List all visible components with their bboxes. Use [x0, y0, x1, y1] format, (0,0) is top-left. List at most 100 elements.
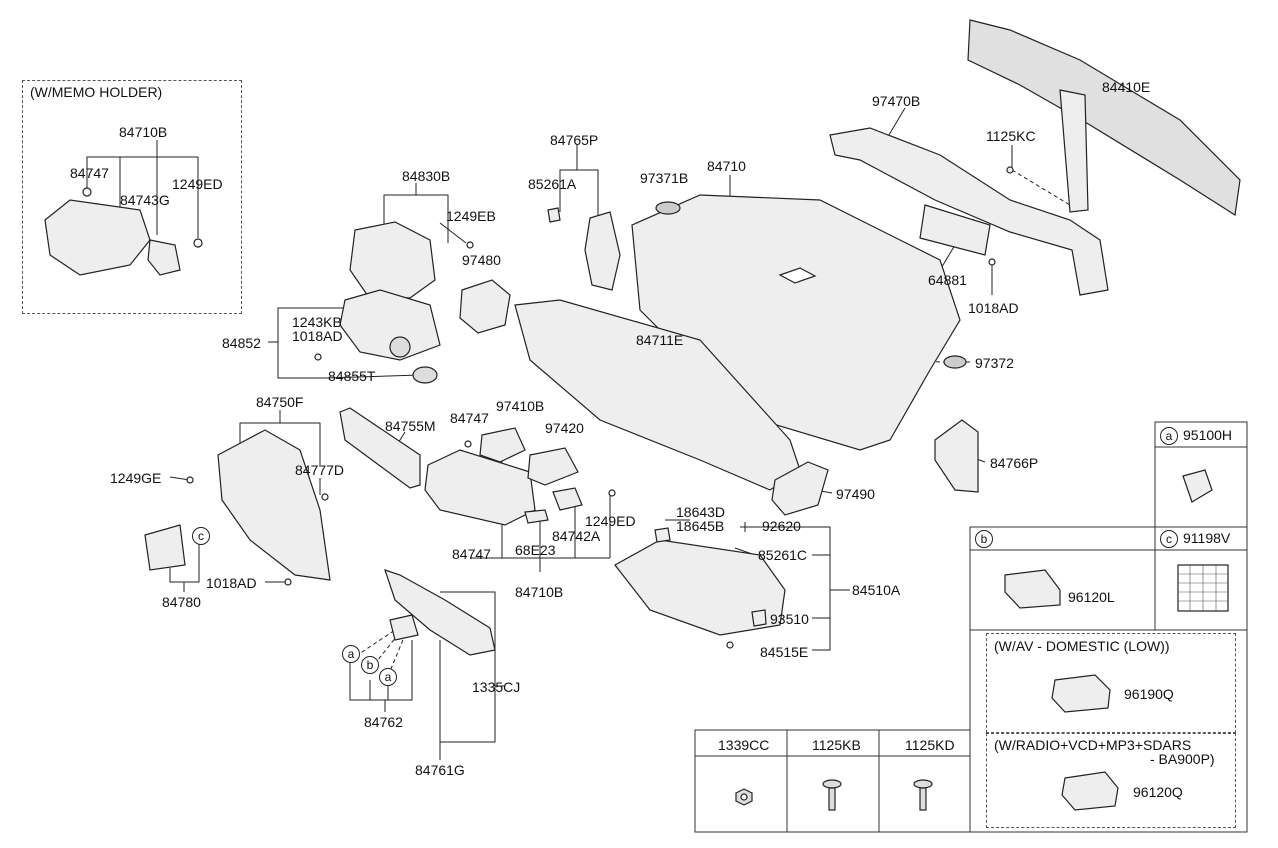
lower-cover-84761G [384, 569, 496, 656]
ring-84855T [412, 366, 438, 384]
part-label: 97410B [496, 398, 545, 414]
av-domestic-title: (W/AV - DOMESTIC (LOW)) [994, 638, 1170, 654]
part-label: 18645B [676, 518, 725, 534]
cover-84780 [144, 524, 186, 571]
part-label: 97420 [545, 420, 584, 436]
cluster-hood [349, 221, 436, 299]
table-col-1125KD: 1125KD [905, 737, 955, 753]
callout-marker-b: b [361, 656, 379, 674]
speaker-cover-97371B [655, 201, 681, 215]
clip-18645B [654, 527, 671, 543]
legend-marker-c: c [1160, 530, 1178, 548]
bolt-1125KB [822, 779, 842, 811]
radio-box [986, 733, 1236, 828]
glovebox-84510A [614, 539, 786, 636]
memo-holder-panel [44, 199, 151, 276]
part-label: 1018AD [968, 300, 1019, 316]
module-96120L [1004, 569, 1061, 609]
part-label: 84410E [1102, 79, 1151, 95]
part-label: 1018AD [292, 328, 343, 344]
vent-97490 [771, 461, 829, 516]
part-label: 1249ED [172, 176, 223, 192]
part-label: 84747 [452, 546, 491, 562]
crossbar-support [1059, 89, 1089, 213]
side-cover-84765P [584, 211, 621, 291]
frame-right-panel [969, 526, 1248, 833]
table-col-1339CC: 1339CC [718, 737, 770, 753]
duct-97470B [829, 127, 1109, 296]
part-label: 18643D [676, 504, 726, 520]
part-label: 1335CJ [472, 679, 521, 695]
part-label: 84761G [415, 762, 465, 778]
part-label: 84780 [162, 594, 201, 610]
radio-title-line2: - BA900P) [1150, 751, 1215, 767]
fuse-grid-lines [1178, 565, 1228, 611]
part-label: 84765P [550, 132, 599, 148]
part-label: 96190Q [1124, 686, 1174, 702]
legend-marker-a: a [1160, 427, 1178, 445]
part-label: 84710B [515, 584, 564, 600]
part-label: 84743G [120, 192, 170, 208]
part-label: 84855T [328, 368, 376, 384]
bracket-64881 [919, 204, 991, 256]
leader-84852 [277, 307, 356, 379]
lower-cover-84710B [424, 449, 536, 526]
part-label: 91198V [1183, 530, 1231, 546]
callout-marker-a-2: a [379, 668, 397, 686]
part-label: 84710B [119, 124, 168, 140]
vent-97410B [479, 427, 526, 463]
part-label: 1125KC [986, 128, 1036, 144]
part-label: 84766P [990, 455, 1039, 471]
part-label: 85261C [758, 547, 808, 563]
part-label: 1249ED [585, 513, 636, 529]
memo-holder-title: (W/MEMO HOLDER) [30, 84, 163, 100]
memo-holder-box [22, 80, 242, 314]
part-label: 96120L [1068, 589, 1115, 605]
part-label: 97490 [836, 486, 875, 502]
speaker-cover-97372 [943, 355, 967, 369]
cluster-fascia [339, 289, 441, 361]
part-label: 97372 [975, 355, 1014, 371]
part-label: 84510A [852, 582, 901, 598]
garnish-84755M [339, 407, 421, 489]
part-label: 84852 [222, 335, 261, 351]
part-label: 68E23 [515, 542, 556, 558]
part-label: 1243KB [292, 314, 342, 330]
legend-marker-b: b [975, 530, 993, 548]
part-label: 84742A [552, 528, 601, 544]
part-label: 1018AD [206, 575, 257, 591]
vent-97420 [527, 447, 579, 486]
part-label: 84710 [707, 158, 746, 174]
part-label: 84711E [636, 332, 684, 348]
part-label: 84762 [364, 714, 403, 730]
module-96120Q [1061, 771, 1119, 811]
side-vent-97480 [459, 279, 511, 334]
part-label: 64881 [928, 272, 967, 288]
part-label: 84515E [760, 644, 809, 660]
leader-84765P [559, 169, 599, 215]
side-cover-84766P [934, 419, 979, 493]
part-label: 84755M [385, 418, 436, 434]
av-domestic-box [986, 633, 1236, 733]
module-96190Q [1051, 674, 1111, 713]
bolt-1125KD [913, 779, 933, 811]
part-label: 97470B [872, 93, 921, 109]
part-label: 84777D [295, 462, 345, 478]
part-label: 96120Q [1133, 784, 1183, 800]
switch-84762 [389, 614, 419, 641]
tray-68E23 [524, 509, 549, 524]
part-label: 85261A [528, 176, 577, 192]
memo-holder-clip [147, 239, 181, 276]
part-label: 1249GE [110, 470, 162, 486]
part-label: 93510 [770, 611, 809, 627]
radio-title-line1: (W/RADIO+VCD+MP3+SDARS [994, 737, 1192, 753]
part-label: 84750F [256, 394, 304, 410]
part-label: 92620 [762, 518, 801, 534]
part-label: 97371B [640, 170, 689, 186]
table-col-1125KB: 1125KB [812, 737, 861, 753]
part-label: 84830B [402, 168, 451, 184]
frame-fastener-table [694, 729, 971, 833]
part-label: 1249EB [446, 208, 496, 224]
